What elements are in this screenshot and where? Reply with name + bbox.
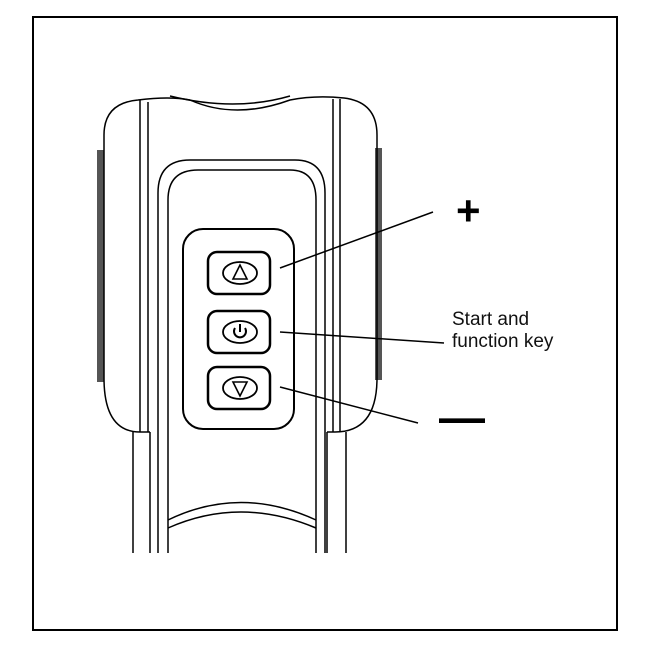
start-label-line2: function key [452,331,554,352]
start-label-line1: Start and [452,309,530,330]
leader-line-start [279,331,445,344]
left-grip [97,150,104,382]
plus-label: + [456,187,481,234]
label-backdrop-plus [432,190,597,270]
right-grip [375,148,382,380]
diagram-frame [32,16,618,631]
up-button[interactable] [206,250,272,296]
triangle-up-icon [231,263,249,280]
leader-lines [279,211,445,424]
button-cluster [182,228,295,430]
label-backdrop-minus [418,384,518,450]
power-icon [233,324,247,339]
leader-line-minus [279,386,419,424]
down-button[interactable] [206,365,272,411]
device-body [103,95,378,553]
minus-label: — [439,391,485,443]
start-function-label: Start and function key [452,309,553,353]
triangle-down-icon [231,381,249,398]
start-function-button[interactable] [206,309,272,355]
leader-line-plus [279,211,434,269]
